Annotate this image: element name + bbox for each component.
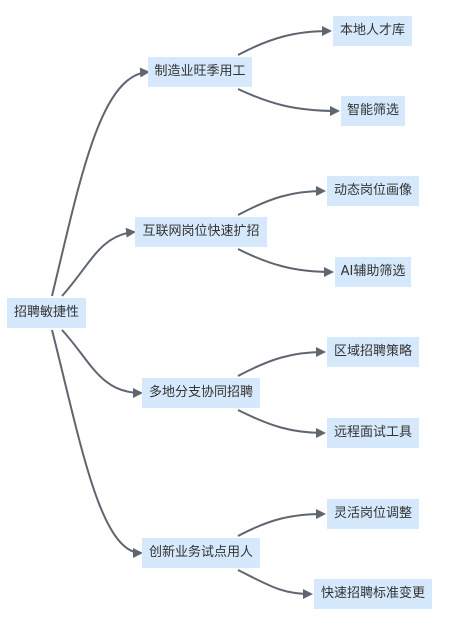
leaf-node-1-2: 智能筛选 bbox=[341, 96, 405, 126]
root-node: 招聘敏捷性 bbox=[7, 298, 86, 328]
leaf-node-3-1: 区域招聘策略 bbox=[327, 337, 419, 367]
branch-node-3: 多地分支协同招聘 bbox=[142, 378, 260, 408]
edge-root-to-branch-3 bbox=[61, 329, 143, 398]
edge-branch-1-to-child-2 bbox=[237, 88, 340, 116]
edge-root-to-branch-1 bbox=[51, 67, 150, 297]
edge-branch-1-to-child-1 bbox=[237, 26, 332, 56]
branch-node-1: 制造业旺季用工 bbox=[148, 57, 252, 87]
leaf-node-1-1: 本地人才库 bbox=[333, 16, 412, 46]
leaf-node-3-2: 远程面试工具 bbox=[327, 418, 419, 448]
edge-branch-2-to-child-1 bbox=[237, 186, 326, 216]
branch-node-2: 互联网岗位快速扩招 bbox=[135, 217, 267, 247]
edge-root-to-branch-4 bbox=[51, 329, 143, 558]
edge-branch-4-to-child-1 bbox=[237, 509, 326, 537]
edge-branch-3-to-child-2 bbox=[237, 409, 326, 438]
branch-node-4: 创新业务试点用人 bbox=[142, 538, 260, 568]
edge-branch-3-to-child-1 bbox=[237, 347, 326, 377]
leaf-node-4-1: 灵活岗位调整 bbox=[327, 499, 419, 529]
leaf-node-4-2: 快速招聘标准变更 bbox=[314, 579, 432, 609]
edge-root-to-branch-2 bbox=[61, 227, 136, 297]
edge-branch-2-to-child-2 bbox=[237, 248, 334, 277]
leaf-node-2-2: AI辅助筛选 bbox=[335, 257, 411, 287]
edge-branch-4-to-child-2 bbox=[237, 569, 313, 599]
leaf-node-2-1: 动态岗位画像 bbox=[327, 176, 419, 206]
